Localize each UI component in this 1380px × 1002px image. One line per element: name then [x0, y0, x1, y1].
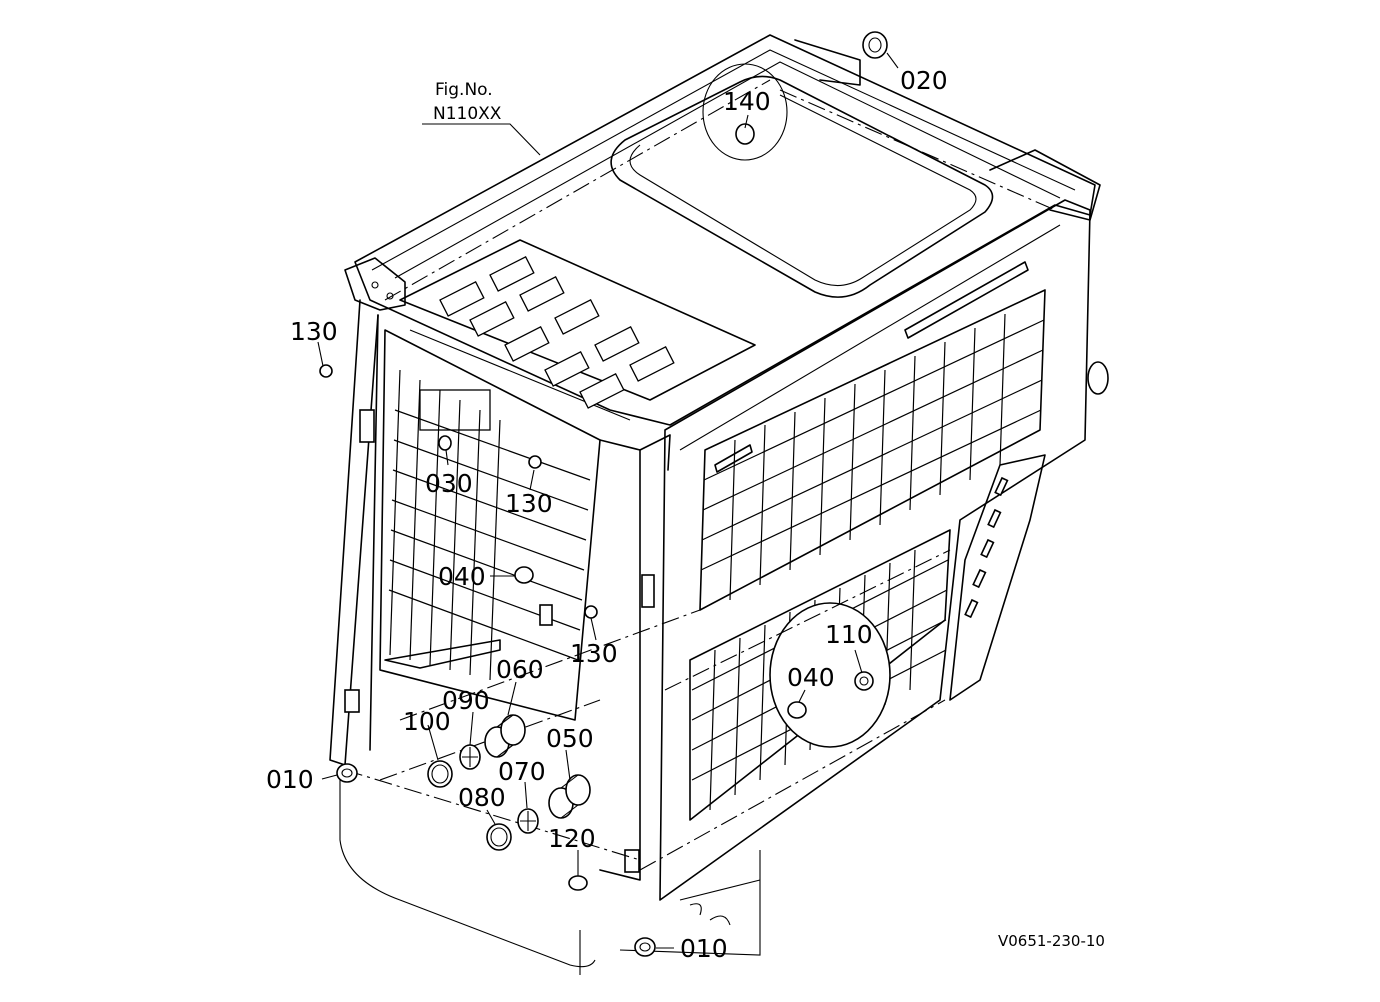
callout-030: 030 [425, 469, 473, 498]
callout-050: 050 [546, 724, 594, 753]
part-020-grommet [862, 31, 888, 59]
callout-010-right: 010 [680, 934, 728, 963]
part-100-clamp [427, 760, 453, 788]
callout-080: 080 [458, 783, 506, 812]
part-110-grommet [854, 671, 874, 691]
part-060-duct [484, 714, 526, 758]
part-040-plug-left [514, 566, 534, 584]
callout-100: 100 [403, 707, 451, 736]
callout-140: 140 [723, 87, 771, 116]
callout-060: 060 [496, 655, 544, 684]
callout-020: 020 [900, 66, 948, 95]
part-010-mount-left [336, 763, 358, 783]
part-090-filter [459, 744, 481, 770]
callout-070: 070 [498, 757, 546, 786]
part-040-plug-right [787, 701, 807, 719]
fig-no-label: Fig.No. [435, 80, 493, 100]
roof-panel [344, 34, 1101, 426]
part-130-bolt-lower [584, 605, 598, 619]
leader-lines [317, 52, 899, 949]
callout-120: 120 [548, 824, 596, 853]
callout-040-right: 040 [787, 663, 835, 692]
part-070-filter [517, 808, 539, 834]
callout-040-left: 040 [438, 562, 486, 591]
callout-010-left: 010 [266, 765, 314, 794]
part-130-bolt-middle [528, 455, 542, 469]
callout-130-upper: 130 [290, 317, 338, 346]
callout-130-lower: 130 [570, 639, 618, 668]
part-030-cap [438, 435, 452, 451]
fig-no-value: N110XX [433, 104, 502, 124]
part-080-clamp [486, 823, 512, 851]
part-010-mount-right [634, 937, 656, 957]
front-left-frame [329, 299, 671, 881]
callout-130-middle: 130 [505, 489, 553, 518]
right-side-panel [659, 199, 1109, 901]
roof-vent-grid [399, 239, 756, 421]
part-050-duct [548, 774, 591, 819]
callout-090: 090 [442, 686, 490, 715]
callout-110: 110 [825, 620, 873, 649]
part-120-cap [568, 875, 588, 891]
part-130-bolt-upper [319, 364, 333, 378]
drawing-code: V0651-230-10 [998, 932, 1105, 950]
